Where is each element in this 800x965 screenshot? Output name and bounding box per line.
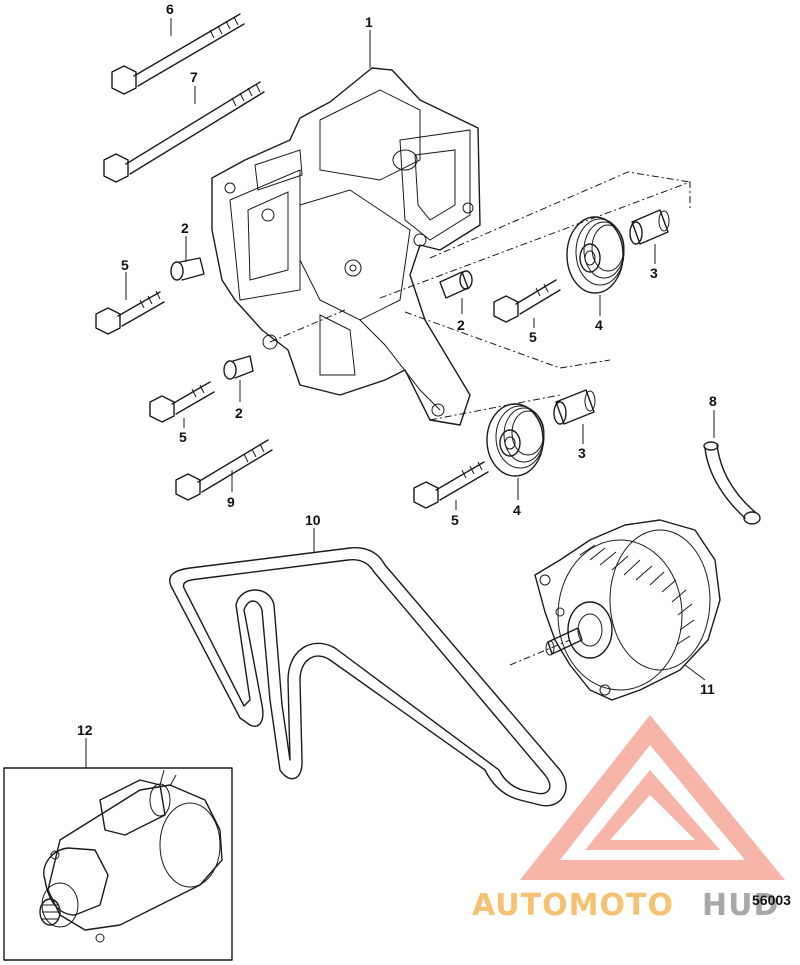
callout-3-lower: 3 bbox=[578, 445, 586, 461]
bolt-5-right-lower bbox=[413, 461, 489, 509]
starter-inset bbox=[3, 767, 233, 961]
watermark-text-1: AUTOMOTO bbox=[472, 888, 674, 923]
callout-5-right-lower: 5 bbox=[451, 512, 459, 528]
callout-8: 8 bbox=[709, 393, 717, 409]
callout-5-upper-left: 5 bbox=[121, 257, 129, 273]
callout-4-upper: 4 bbox=[595, 317, 603, 333]
callout-labels: 6 7 1 2 5 2 5 4 3 2 5 9 3 4 5 8 10 11 12 bbox=[77, 1, 717, 738]
starter-motor-12 bbox=[39, 769, 223, 943]
bolt-6 bbox=[111, 13, 245, 95]
bolt-5-upper-left bbox=[95, 290, 165, 335]
callout-5-right-upper: 5 bbox=[529, 329, 537, 345]
bolt-5-lower-left bbox=[149, 381, 215, 423]
callout-2-lower-left: 2 bbox=[235, 405, 243, 421]
bolt-7 bbox=[103, 81, 265, 183]
callout-11: 11 bbox=[700, 681, 715, 697]
alternator-11 bbox=[534, 519, 721, 701]
callout-2-right: 2 bbox=[457, 317, 465, 333]
hose-8 bbox=[703, 441, 761, 525]
watermark-logo: AUTOMOTO HUD bbox=[472, 715, 785, 923]
callout-9: 9 bbox=[227, 494, 235, 510]
mounting-bracket bbox=[211, 67, 481, 426]
spacer-2-upper bbox=[170, 257, 205, 281]
bolt-9 bbox=[175, 439, 273, 501]
callout-10: 10 bbox=[305, 512, 321, 528]
serpentine-belt-10 bbox=[169, 547, 567, 807]
idler-pulley-4-lower bbox=[486, 403, 545, 477]
callout-7: 7 bbox=[190, 69, 198, 85]
callout-2-upper-left: 2 bbox=[181, 220, 189, 236]
spacer-2-lower bbox=[223, 355, 254, 380]
callout-6: 6 bbox=[166, 1, 174, 17]
callout-3-upper: 3 bbox=[650, 265, 658, 281]
callout-12: 12 bbox=[77, 722, 93, 738]
sleeve-3-lower bbox=[553, 389, 596, 425]
callout-5-lower-left: 5 bbox=[179, 429, 187, 445]
watermark-text-2: HUD bbox=[702, 888, 779, 923]
sleeve-3-upper bbox=[629, 209, 670, 245]
bolt-5-right-upper bbox=[493, 279, 561, 323]
figure-number: 56003 bbox=[752, 892, 791, 908]
callout-4-lower: 4 bbox=[513, 502, 521, 518]
spacer-2-right bbox=[439, 270, 473, 299]
callout-1: 1 bbox=[365, 14, 373, 30]
leader-lines bbox=[85, 18, 715, 768]
idler-pulley-4-upper bbox=[566, 216, 625, 294]
